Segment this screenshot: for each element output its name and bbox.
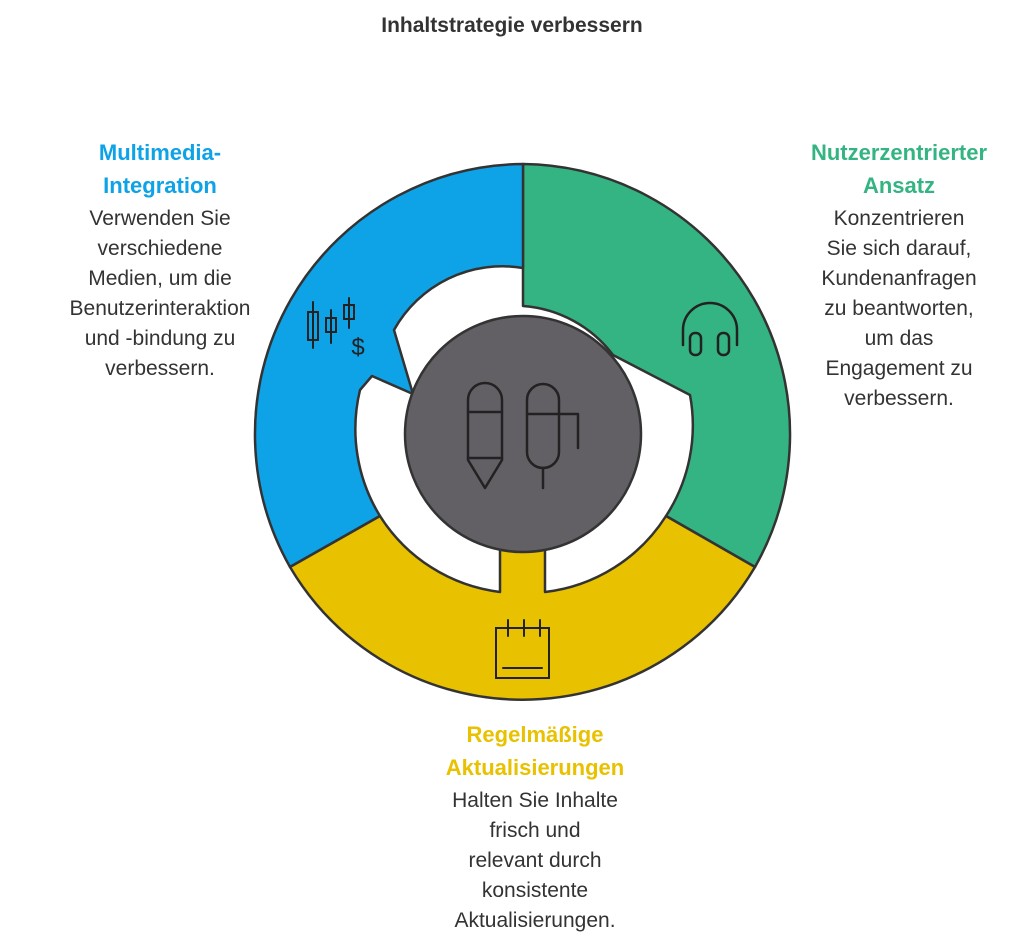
multimedia-description: Verwenden Sie verschiedene Medien, um di…	[10, 204, 310, 384]
nutzer-desc-line-1: Konzentrieren	[833, 207, 965, 230]
section-nutzer: Nutzerzentrierter Ansatz Konzentrieren S…	[768, 136, 1024, 414]
headphones-icon	[681, 301, 739, 357]
regel-desc-line-4: konsistente	[481, 879, 589, 902]
diagram-title: Inhaltstrategie verbessern	[381, 14, 643, 37]
multimedia-desc-line-6: verbessern.	[105, 357, 215, 380]
multimedia-desc-line-3: Medien, um die	[88, 267, 232, 290]
multimedia-heading-line-1: Multimedia-	[98, 140, 222, 165]
center-circle	[403, 314, 643, 554]
nutzer-desc-line-6: Engagement zu	[825, 357, 973, 380]
section-regel: Regelmäßige Aktualisierungen Halten Sie …	[380, 718, 690, 936]
nutzer-desc-line-3: Kundenanfragen	[821, 267, 977, 290]
multimedia-desc-line-4: Benutzerinteraktion	[69, 297, 251, 320]
regel-heading-line-2: Aktualisierungen	[445, 755, 625, 780]
regel-heading-line-1: Regelmäßige	[466, 722, 604, 747]
multimedia-desc-line-1: Verwenden Sie	[89, 207, 231, 230]
nutzer-desc-line-2: Sie sich darauf,	[826, 237, 972, 260]
regel-desc-line-3: relevant durch	[468, 849, 602, 872]
section-multimedia: Multimedia- Integration Verwenden Sie ve…	[10, 136, 310, 384]
regel-desc-line-5: Aktualisierungen.	[454, 909, 616, 932]
candlestick-chart-dollar-icon: $	[307, 297, 365, 361]
nutzer-description: Konzentrieren Sie sich darauf, Kundenanf…	[768, 204, 1024, 414]
regel-description: Halten Sie Inhalte frisch und relevant d…	[380, 786, 690, 936]
segment-multimedia	[253, 162, 525, 569]
regel-heading: Regelmäßige Aktualisierungen	[380, 718, 690, 784]
nutzer-desc-line-4: zu beantworten,	[824, 297, 974, 320]
pen-and-microphone-icon	[466, 381, 580, 490]
multimedia-heading-line-2: Integration	[103, 173, 217, 198]
calendar-icon	[495, 619, 550, 679]
nutzer-heading-line-2: Ansatz	[862, 173, 936, 198]
nutzer-desc-line-5: um das	[864, 327, 934, 350]
nutzer-heading: Nutzerzentrierter Ansatz	[768, 136, 1024, 202]
svg-text:$: $	[351, 334, 364, 361]
nutzer-desc-line-7: verbessern.	[844, 387, 954, 410]
segment-nutzer	[521, 162, 792, 569]
nutzer-heading-line-1: Nutzerzentrierter	[810, 140, 988, 165]
segment-regel	[288, 514, 757, 701]
multimedia-desc-line-5: und -bindung zu	[84, 327, 236, 350]
multimedia-desc-line-2: verschiedene	[97, 237, 223, 260]
multimedia-heading: Multimedia- Integration	[10, 136, 310, 202]
regel-desc-line-1: Halten Sie Inhalte	[452, 789, 618, 812]
regel-desc-line-2: frisch und	[489, 819, 581, 842]
